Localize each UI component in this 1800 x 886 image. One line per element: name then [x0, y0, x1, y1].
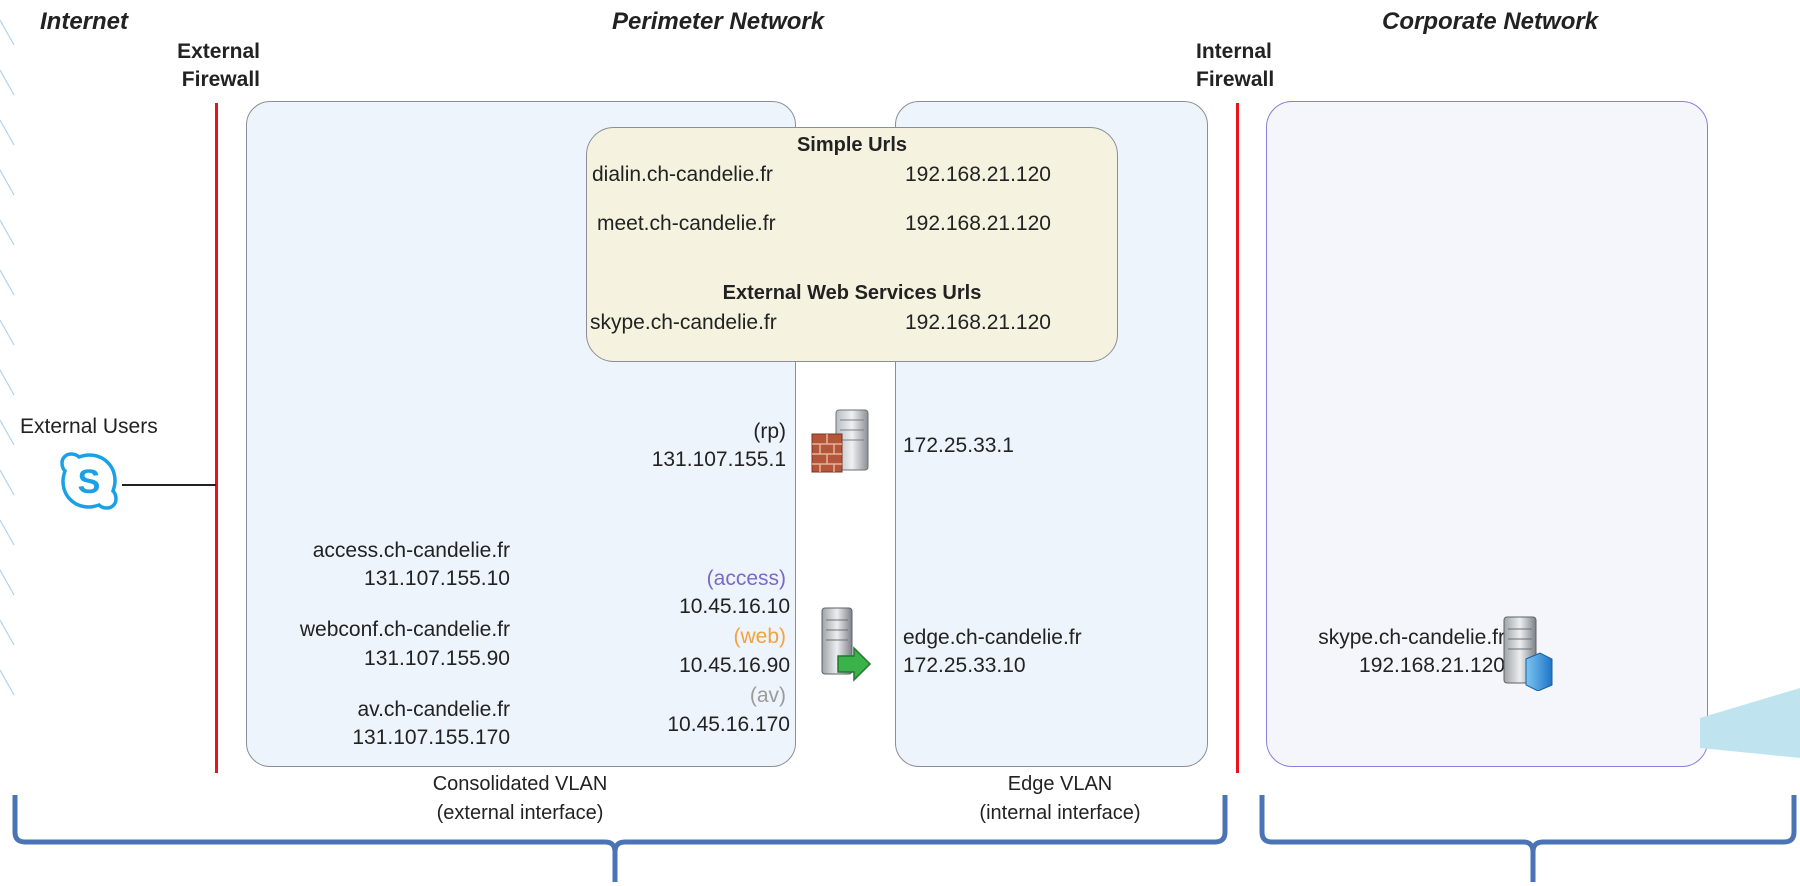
- av-role-label: (av): [749, 684, 786, 707]
- access-private-ip: 10.45.16.10: [679, 595, 790, 618]
- corporate-server-ip: 192.168.21.120: [1359, 654, 1505, 677]
- zone-title-corporate: Corporate Network: [1382, 8, 1599, 35]
- edge-internal-fqdn: edge.ch-candelie.fr: [903, 626, 1082, 649]
- rp-internal-ip: 172.25.33.1: [903, 434, 1014, 457]
- external-firewall-line: [215, 103, 218, 773]
- simple-url-meet-ip: 192.168.21.120: [905, 212, 1051, 235]
- front-end-server-icon: [1503, 616, 1553, 691]
- external-users-label: External Users: [20, 415, 158, 438]
- access-public-ip: 131.107.155.10: [364, 567, 510, 590]
- web-private-ip: 10.45.16.90: [679, 654, 790, 677]
- av-private-ip: 10.45.16.170: [667, 713, 790, 736]
- external-firewall-label: External Firewall: [177, 40, 260, 91]
- edge-vlan-label: Edge VLAN (internal interface): [979, 773, 1141, 824]
- zone-title-perimeter: Perimeter Network: [612, 8, 825, 35]
- svg-text:S: S: [78, 463, 101, 501]
- corporate-network-panel: [1266, 101, 1708, 767]
- edge-internal-ip: 172.25.33.10: [903, 654, 1026, 677]
- simple-urls-title: Simple Urls: [796, 134, 908, 156]
- av-public-ip: 131.107.155.170: [352, 726, 510, 749]
- edge-server-icon: [821, 607, 872, 682]
- access-role-label: (access): [706, 567, 786, 590]
- web-services-ip: 192.168.21.120: [905, 311, 1051, 334]
- simple-url-dialin-ip: 192.168.21.120: [905, 163, 1051, 186]
- zone-title-internet: Internet: [40, 8, 129, 35]
- webconf-public-ip: 131.107.155.90: [364, 647, 510, 670]
- av-fqdn: av.ch-candelie.fr: [357, 698, 510, 721]
- rp-role-label: (rp): [753, 420, 786, 443]
- internal-firewall-line: [1236, 103, 1239, 773]
- perimeter-bracket: [12, 795, 1228, 882]
- corporate-bracket: [1259, 795, 1797, 882]
- decorative-corner-shape: [1700, 688, 1800, 758]
- user-connection-line: [122, 484, 216, 486]
- web-role-label: (web): [733, 625, 786, 648]
- simple-url-meet: meet.ch-candelie.fr: [597, 212, 776, 235]
- webconf-fqdn: webconf.ch-candelie.fr: [299, 618, 510, 641]
- rp-external-ip: 131.107.155.1: [651, 448, 786, 471]
- access-fqdn: access.ch-candelie.fr: [312, 539, 510, 562]
- left-edge-decoration: [0, 19, 15, 696]
- urls-box: [586, 127, 1118, 362]
- firewall-server-icon: [811, 409, 869, 473]
- web-services-url: skype.ch-candelie.fr: [590, 311, 777, 334]
- corporate-server-fqdn: skype.ch-candelie.fr: [1318, 626, 1505, 649]
- internal-firewall-label: Internal Firewall: [1196, 40, 1275, 91]
- web-services-title: External Web Services Urls: [722, 282, 982, 304]
- skype-icon: S: [60, 452, 118, 510]
- simple-url-dialin: dialin.ch-candelie.fr: [592, 163, 773, 186]
- consolidated-vlan-label: Consolidated VLAN (external interface): [432, 773, 608, 824]
